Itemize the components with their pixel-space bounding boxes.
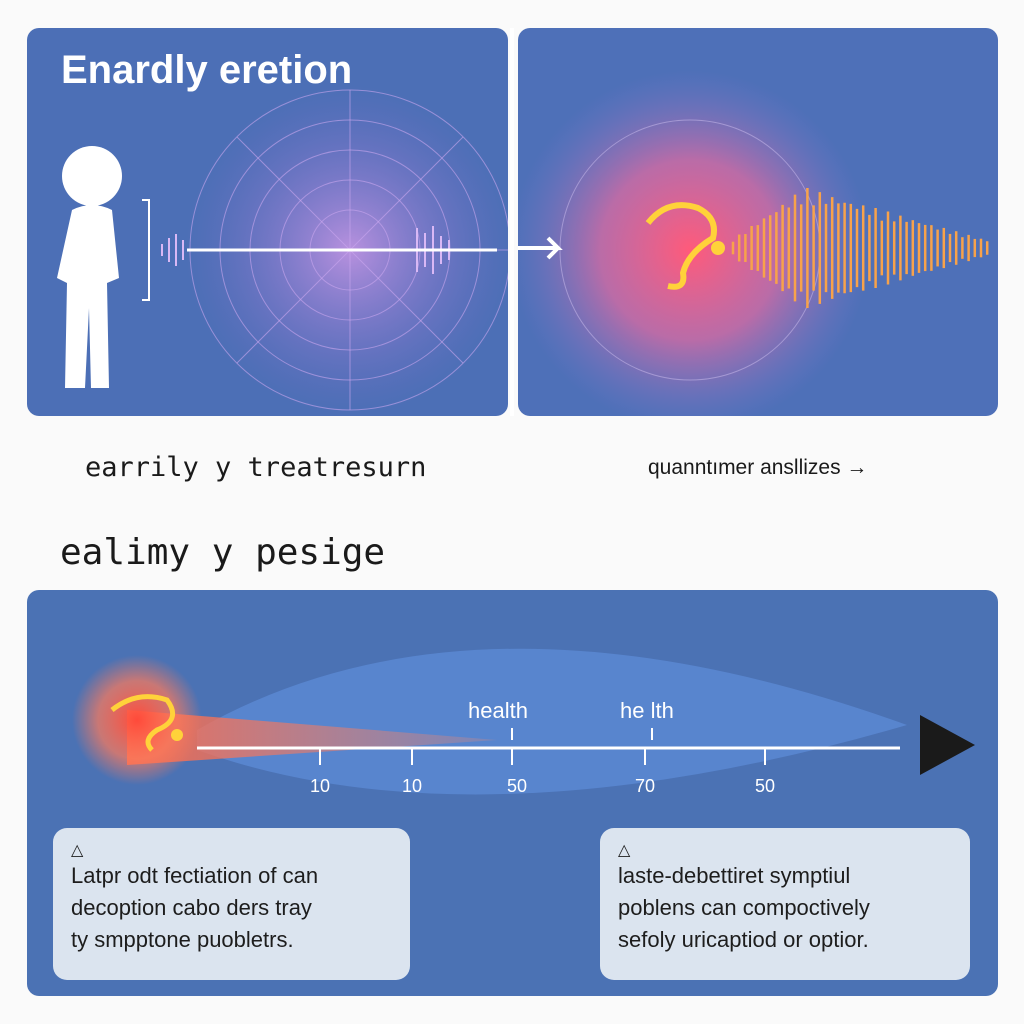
arrow-icon [518,236,563,260]
play-triangle-icon [920,715,975,775]
signal-wave-icon [731,188,989,308]
worm-icon [645,202,717,290]
note-card: △ Latpr odt fectiation of can decoption … [53,828,410,980]
tick-label: 70 [634,776,656,796]
tick-label: 10 [309,776,331,796]
timeline-illustration [72,648,975,795]
note-line: laste-debettiret symptiul [618,863,851,888]
signal-analysis-illustration [518,70,989,416]
person-icon [57,146,122,388]
note-line: poblens can compoctively [618,895,870,920]
marker-label: health [468,698,528,723]
section-heading: ealimy y pesige [60,532,386,573]
note-card: △ laste-debettiret symptiul poblens can … [600,828,970,980]
divider [510,28,514,416]
right-caption[interactable]: quanntımer ansllizes → [648,456,868,479]
note-line: ty smpptone puobletrs. [71,927,294,952]
warning-triangle-icon: △ [618,842,631,859]
early-detection-panel: Enardly eretion [27,28,508,416]
note-line: decoption cabo ders tray [71,895,312,920]
timeline-panel: health he lth 10 10 50 70 50 △ Latpr odt… [27,590,998,996]
tick-label: 10 [401,776,423,796]
note-line: sefoly uricaptiod or optior. [618,927,869,952]
radar-scan-illustration [57,85,508,415]
left-caption: earrily y treatresurn [85,452,427,483]
tick-label: 50 [506,776,528,796]
worm-icon [110,694,176,752]
panel-title: Enardly eretion [61,48,353,92]
note-line: Latpr odt fectiation of can [71,863,319,888]
marker-label: he lth [620,698,674,723]
warning-triangle-icon: △ [71,842,84,859]
quantum-analysis-panel [518,28,998,416]
tick-label: 50 [754,776,776,796]
